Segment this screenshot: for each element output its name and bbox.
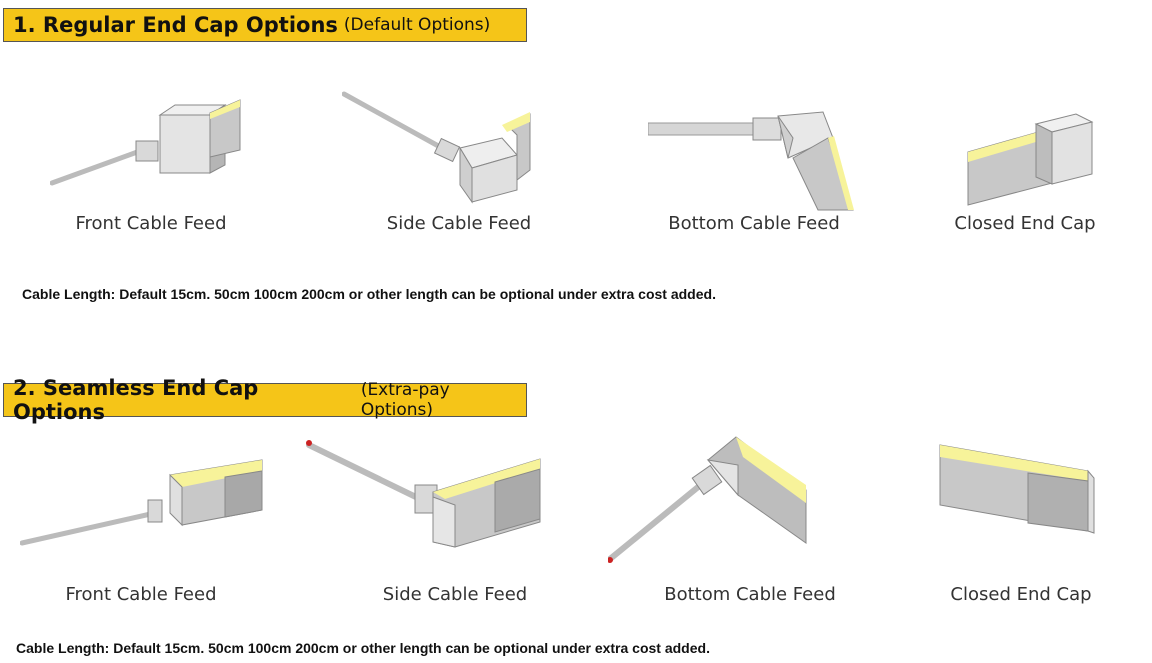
s2-bottom-cable-feed-image xyxy=(608,435,808,565)
s1-front-cable-feed-image xyxy=(50,95,245,190)
s2-label-side-cable-feed: Side Cable Feed xyxy=(382,584,528,605)
s1-bottom-cable-feed-image xyxy=(648,108,858,212)
s1-closed-end-cap-image xyxy=(966,112,1096,207)
s2-label-closed-end-cap: Closed End Cap xyxy=(950,584,1092,605)
section1-title: 1. Regular End Cap Options xyxy=(13,13,338,37)
s1-side-cable-feed-image xyxy=(342,90,532,205)
s2-front-cable-feed-image xyxy=(20,455,265,550)
s2-label-bottom-cable-feed: Bottom Cable Feed xyxy=(664,584,836,605)
s1-label-bottom-cable-feed: Bottom Cable Feed xyxy=(668,213,840,234)
s2-closed-end-cap-image xyxy=(938,443,1098,538)
section1-subtitle: (Default Options) xyxy=(343,15,491,35)
s1-label-side-cable-feed: Side Cable Feed xyxy=(386,213,532,234)
section1-banner: 1. Regular End Cap Options (Default Opti… xyxy=(3,8,527,42)
s2-side-cable-feed-image xyxy=(305,437,545,552)
s1-label-front-cable-feed: Front Cable Feed xyxy=(75,213,227,234)
section2-title: 2. Seamless End Cap Options xyxy=(13,376,259,424)
s1-cable-length-note: Cable Length: Default 15cm. 50cm 100cm 2… xyxy=(22,286,716,302)
s2-cable-length-note: Cable Length: Default 15cm. 50cm 100cm 2… xyxy=(16,640,710,656)
s2-label-front-cable-feed: Front Cable Feed xyxy=(65,584,217,605)
s1-label-closed-end-cap: Closed End Cap xyxy=(954,213,1096,234)
section2-banner: 2. Seamless End Cap Options (Extra-pay O… xyxy=(3,376,527,424)
section2-subtitle: (Extra-pay Options) xyxy=(360,380,450,420)
